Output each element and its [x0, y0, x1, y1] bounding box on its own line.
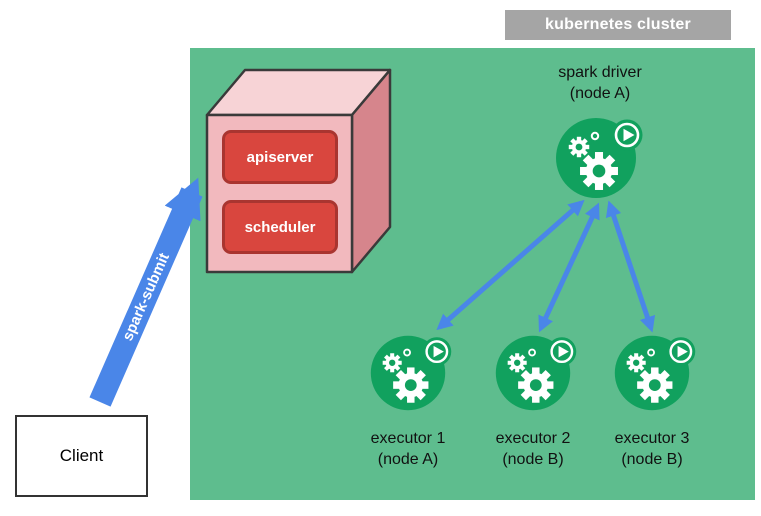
driver-executor-arrows: [436, 199, 656, 333]
spark-driver-node: (node A): [569, 85, 631, 102]
client-label: Client: [59, 446, 104, 465]
scheduler-label: scheduler: [244, 218, 316, 236]
executor1-node: (node A): [377, 451, 439, 468]
driver-executor3-arrow: [605, 200, 656, 333]
executor2-label: executor 2 (node B): [473, 428, 593, 470]
executor3-node: (node B): [621, 451, 683, 468]
apiserver-box: apiserver: [222, 130, 338, 184]
scheduler-box: scheduler: [222, 200, 338, 254]
executor2-pod-icon: [496, 336, 576, 410]
executor1-label: executor 1 (node A): [348, 428, 468, 470]
executor2-node: (node B): [502, 451, 564, 468]
driver-executor1-arrow: [436, 199, 585, 331]
executor1-name: executor 1: [370, 430, 446, 447]
client-box: Client: [15, 415, 148, 497]
executor3-pod-icon: [615, 336, 695, 410]
spark-driver-name: spark driver: [558, 64, 642, 81]
executor1-pod-icon: [371, 336, 451, 410]
executor3-name: executor 3: [614, 430, 690, 447]
apiserver-label: apiserver: [246, 148, 314, 166]
driver-executor2-arrow: [538, 202, 600, 333]
spark-submit-arrow: [89, 177, 203, 407]
spark-driver-pod-icon: [556, 118, 643, 198]
kubernetes-cluster-label: kubernetes cluster: [505, 10, 731, 40]
executor3-label: executor 3 (node B): [592, 428, 712, 470]
executor2-name: executor 2: [495, 430, 571, 447]
spark-driver-label: spark driver (node A): [520, 62, 680, 104]
